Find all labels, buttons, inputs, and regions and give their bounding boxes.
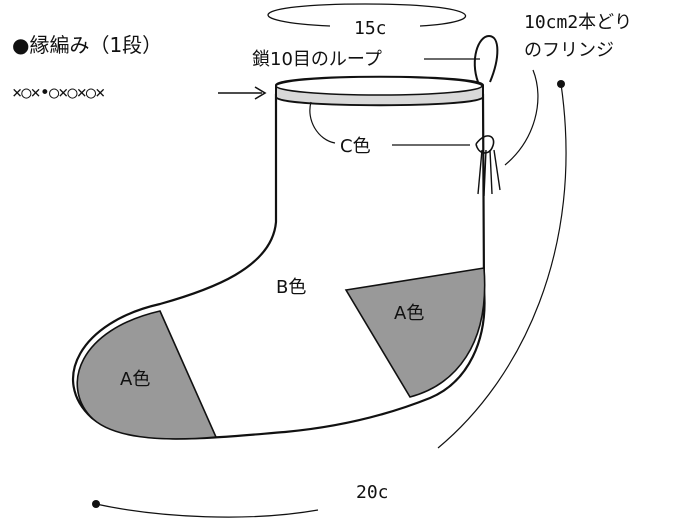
length-dimension: 20c [92,80,567,518]
toe-colored-section [76,310,218,440]
color-c-label: C色 [340,136,371,157]
stitch-arrow [218,86,267,100]
color-b-label: B色 [276,277,306,298]
width-top-label: 15c [354,18,387,39]
toe-color-a-label: A色 [120,369,150,390]
hanging-loop [473,34,499,83]
fringe-label-line1: 10cm2本どり [524,12,632,33]
stitch-symbol-row: ×○×•○×○×○× [12,83,104,103]
c-color-leader [309,101,336,144]
heel-color-a-label: A色 [394,303,424,324]
cuff-band [275,75,484,107]
length-bottom-label: 20c [356,482,389,503]
edging-title: ●縁編み（1段） [12,33,162,57]
top-circumference-dimension: 15c [267,3,467,39]
heel-colored-section [344,267,486,398]
fringe-tassel [475,135,501,197]
fringe-label-line2: のフリンジ [524,40,614,61]
loop-label: 鎖10目のループ [252,49,382,70]
fringe-leader [504,69,539,166]
